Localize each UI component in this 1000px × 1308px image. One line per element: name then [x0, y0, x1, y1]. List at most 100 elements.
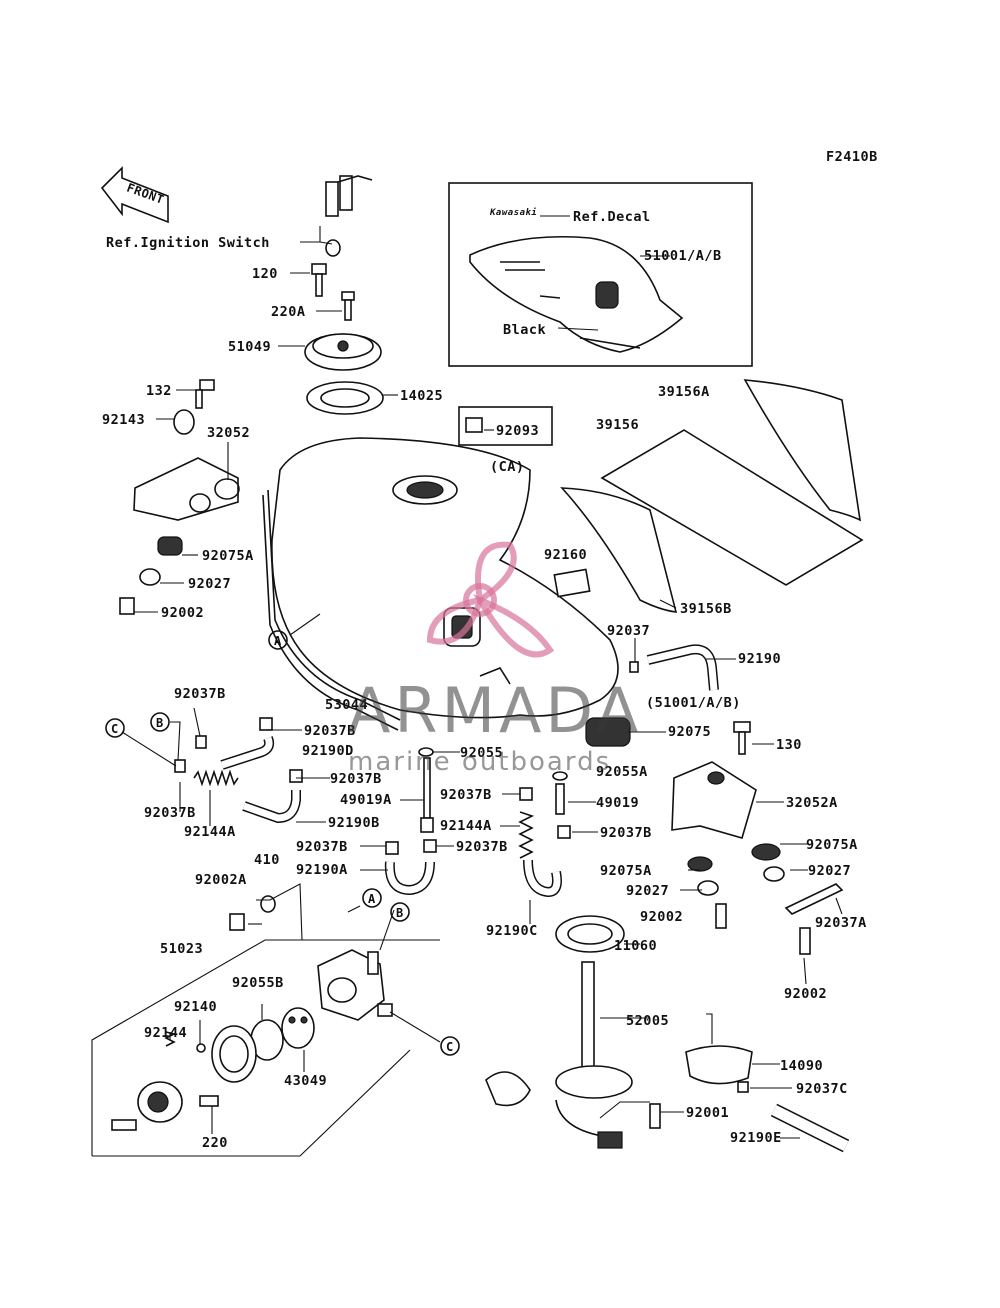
hose-92190C: [523, 859, 562, 898]
collar-92143: [173, 409, 195, 435]
ignition-key: [325, 175, 373, 257]
label-CA: (CA): [490, 459, 525, 475]
label-black: Black: [503, 322, 546, 338]
filter-14090: [685, 1045, 753, 1085]
label-92143: 92143: [102, 412, 145, 428]
gasket-14025: [306, 381, 384, 415]
svg-text:A: A: [368, 892, 376, 906]
group-51023-bracket-bottom: [92, 1049, 411, 1157]
label-92055A: 92055A: [596, 764, 648, 780]
label-43049: 43049: [284, 1073, 327, 1089]
label-32052A: 32052A: [786, 795, 838, 811]
label-120: 120: [252, 266, 278, 282]
label-49019A: 49019A: [340, 792, 392, 808]
pad-39156: [600, 429, 864, 586]
armada-watermark: ARMADA marine outboards: [348, 541, 638, 777]
label-32052: 32052: [207, 425, 250, 441]
label-92037A: 92037A: [815, 915, 867, 931]
plate-92037A: [784, 883, 844, 915]
label-92002-right2: 92002: [784, 986, 827, 1002]
label-132: 132: [146, 383, 172, 399]
label-53044: 53044: [325, 697, 368, 713]
label-51023: 51023: [160, 941, 203, 957]
label-92037B-7: 92037B: [296, 839, 348, 855]
label-92160: 92160: [544, 547, 587, 563]
bolt-220A: [341, 291, 355, 321]
label-92190B: 92190B: [328, 815, 380, 831]
bracket-32052: [133, 457, 240, 521]
label-92055B: 92055B: [232, 975, 284, 991]
tank-cover-inset: Kawasaki: [469, 207, 684, 353]
label-92002-left: 92002: [161, 605, 204, 621]
collar-92027-right: [697, 866, 785, 896]
fuel-cock-51023: [317, 949, 393, 1021]
label-92027-right: 92027: [808, 863, 851, 879]
label-92075A-right: 92075A: [806, 837, 858, 853]
label-51001-ref: (51001/A/B): [646, 695, 741, 711]
label-220A: 220A: [271, 304, 306, 320]
pipe-49019A: [420, 757, 434, 833]
watermark-subtitle: marine outboards: [348, 747, 611, 777]
svg-text:C: C: [111, 722, 119, 736]
bolt-130: [733, 721, 751, 755]
damper-92075A: [157, 536, 183, 556]
label-92075A-right2: 92075A: [600, 863, 652, 879]
label-39156A: 39156A: [658, 384, 710, 400]
label-92144A-center: 92144A: [440, 818, 492, 834]
diaphragm-43049: [281, 1007, 315, 1049]
fuel-cap-51049: [304, 333, 382, 371]
label-51049: 51049: [228, 339, 271, 355]
screw-220: [199, 1095, 219, 1107]
label-ref-decal: Ref.Decal: [573, 209, 651, 225]
inset-92093-box: [458, 406, 553, 446]
label-92093: 92093: [496, 423, 539, 439]
decal-inset-box: [448, 182, 753, 367]
hose-92190D: [220, 736, 275, 770]
label-92037B-1: 92037B: [174, 686, 226, 702]
label-220: 220: [202, 1135, 228, 1151]
svg-text:B: B: [156, 716, 164, 730]
label-92140: 92140: [174, 999, 217, 1015]
label-92037B-5: 92037B: [440, 787, 492, 803]
label-410: 410: [254, 852, 280, 868]
label-49019: 49019: [596, 795, 639, 811]
label-92190E: 92190E: [730, 1130, 782, 1146]
label-52005: 52005: [626, 1013, 669, 1029]
label-39156B: 39156B: [680, 601, 732, 617]
label-92075A-left: 92075A: [202, 548, 254, 564]
callout-C-pump: C: [440, 1036, 460, 1056]
label-92037C: 92037C: [796, 1081, 848, 1097]
label-92144: 92144: [144, 1025, 187, 1041]
bolt-92002A: [229, 913, 245, 931]
bracket-32052A: [671, 761, 757, 839]
label-92037B-8: 92037B: [456, 839, 508, 855]
label-92002A: 92002A: [195, 872, 247, 888]
cover-plate: [211, 1025, 257, 1083]
damper-92075A-right: [687, 843, 781, 872]
collar-92027: [139, 568, 161, 586]
label-92027-left: 92027: [188, 576, 231, 592]
label-51001-inset: 51001/A/B: [644, 248, 722, 264]
callout-A-pump: A: [362, 888, 382, 908]
pad-39156B: [560, 487, 678, 613]
label-11060: 11060: [614, 938, 657, 954]
label-92037B-2: 92037B: [304, 723, 356, 739]
bolt-120: [311, 263, 327, 297]
label-92001: 92001: [686, 1105, 729, 1121]
label-92190C: 92190C: [486, 923, 538, 939]
leader-lines: [121, 215, 843, 1139]
label-92055: 92055: [460, 745, 503, 761]
kawasaki-decal-text: Kawasaki: [489, 207, 537, 218]
fuel-tank: [262, 437, 619, 731]
label-92037: 92037: [607, 623, 650, 639]
nut-92093: [465, 417, 483, 433]
knob: [137, 1081, 183, 1123]
label-130: 130: [776, 737, 802, 753]
fuel-pump-52005: [485, 961, 633, 1149]
hose-92190: [646, 644, 719, 691]
label-ref-ignition-switch: Ref.Ignition Switch: [106, 235, 270, 251]
spring-92144A: [193, 769, 239, 787]
label-92190A: 92190A: [296, 862, 348, 878]
clamps-92037B-center: [385, 787, 571, 855]
